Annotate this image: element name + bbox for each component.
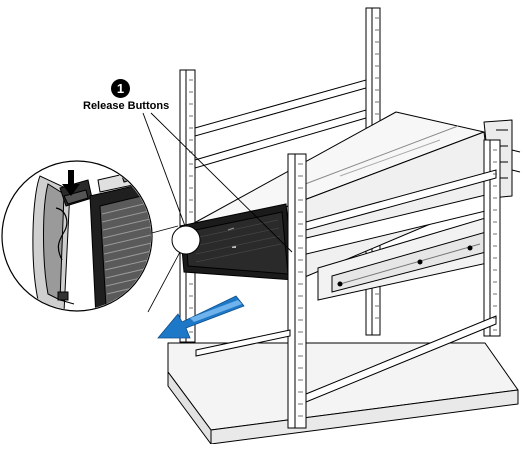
release-buttons-label: Release Buttons xyxy=(83,100,170,112)
slide-rails xyxy=(297,191,499,301)
rack-front-posts xyxy=(195,139,501,429)
server-front-bezel xyxy=(179,203,295,281)
callout-number-marker: 1 xyxy=(111,79,130,98)
rack-base xyxy=(167,342,519,445)
detail-magnifier xyxy=(1,160,201,313)
callout-leader-lines xyxy=(142,112,293,253)
press-down-arrow xyxy=(62,170,80,196)
rack-post-holes-front xyxy=(298,149,497,417)
pull-direction-arrow xyxy=(157,295,245,339)
